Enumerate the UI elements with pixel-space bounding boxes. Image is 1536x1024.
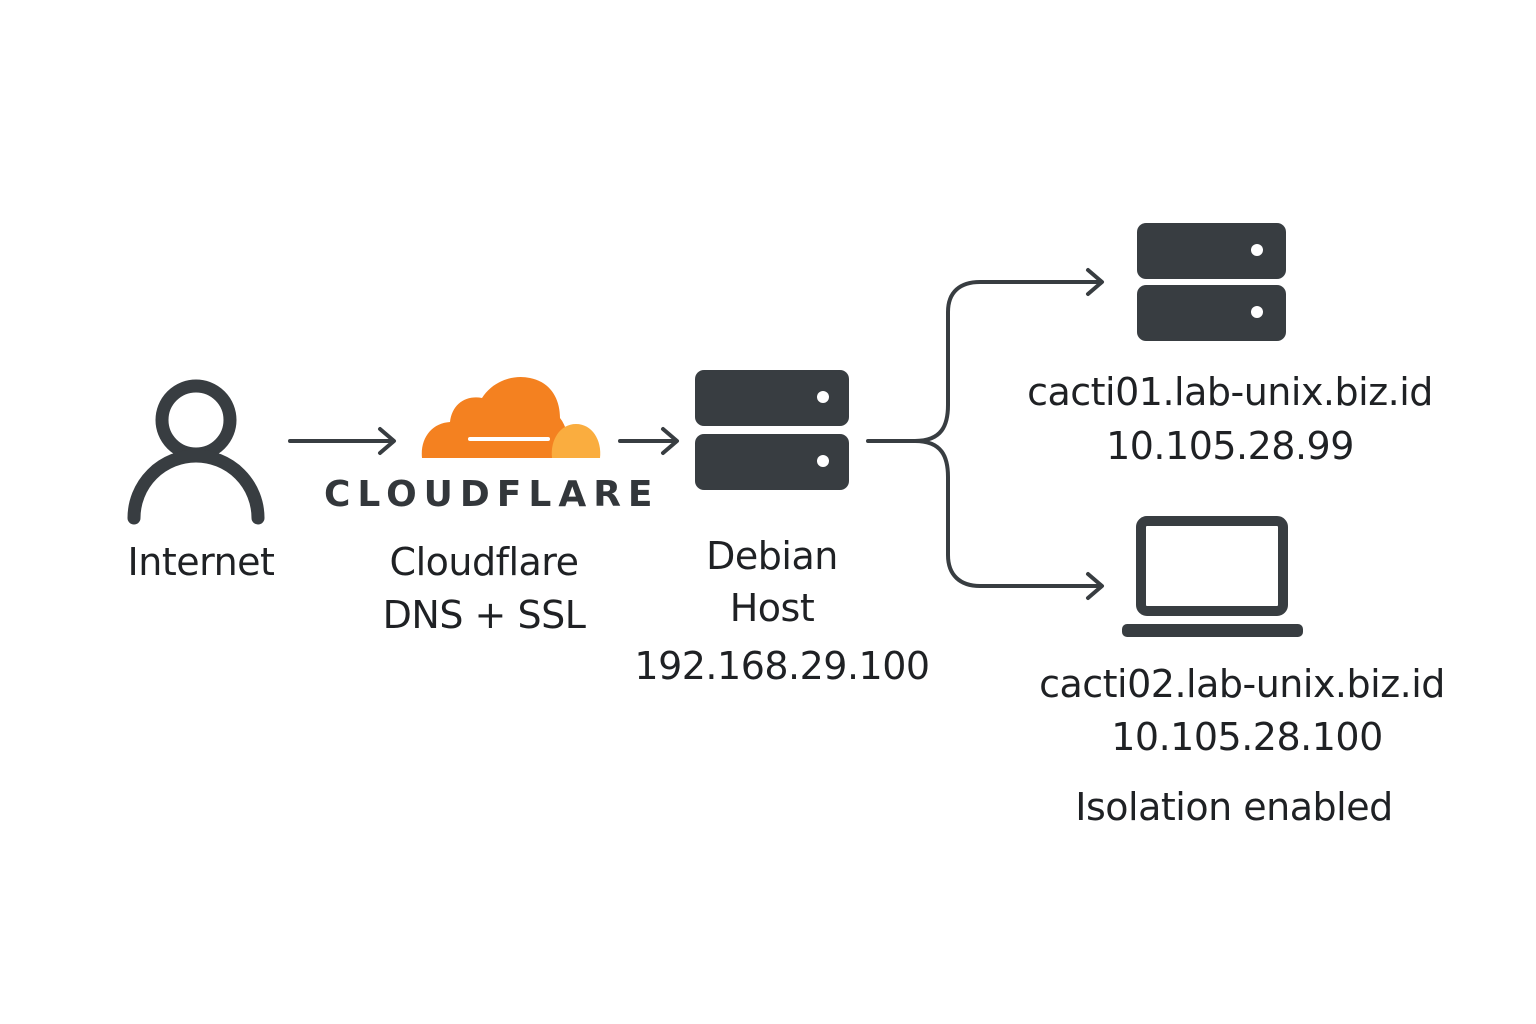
edge-cloudflare-to-debian	[618, 427, 679, 455]
user-icon	[127, 379, 265, 525]
debian-host-label: Host	[729, 586, 815, 630]
server-icon	[1137, 223, 1286, 341]
cacti02-hostname: cacti02.lab-unix.biz.id	[1039, 662, 1445, 706]
edge-debian-branch	[866, 268, 1104, 600]
cloud-icon	[421, 376, 601, 458]
debian-label: Debian	[706, 534, 838, 578]
cloudflare-brand-text: CLOUDFLARE	[324, 474, 660, 515]
cloudflare-sublabel: DNS + SSL	[382, 593, 586, 637]
cacti01-hostname: cacti01.lab-unix.biz.id	[1027, 370, 1433, 414]
cacti02-ip: 10.105.28.100	[1111, 715, 1383, 759]
edge-internet-to-cloudflare	[288, 427, 396, 455]
debian-ip: 192.168.29.100	[634, 644, 930, 688]
server-icon	[695, 370, 849, 490]
cloudflare-label: Cloudflare	[389, 540, 579, 584]
isolation-note: Isolation enabled	[1075, 785, 1393, 829]
cacti01-ip: 10.105.28.99	[1106, 424, 1354, 468]
laptop-icon	[1122, 516, 1303, 637]
internet-label: Internet	[127, 540, 275, 584]
